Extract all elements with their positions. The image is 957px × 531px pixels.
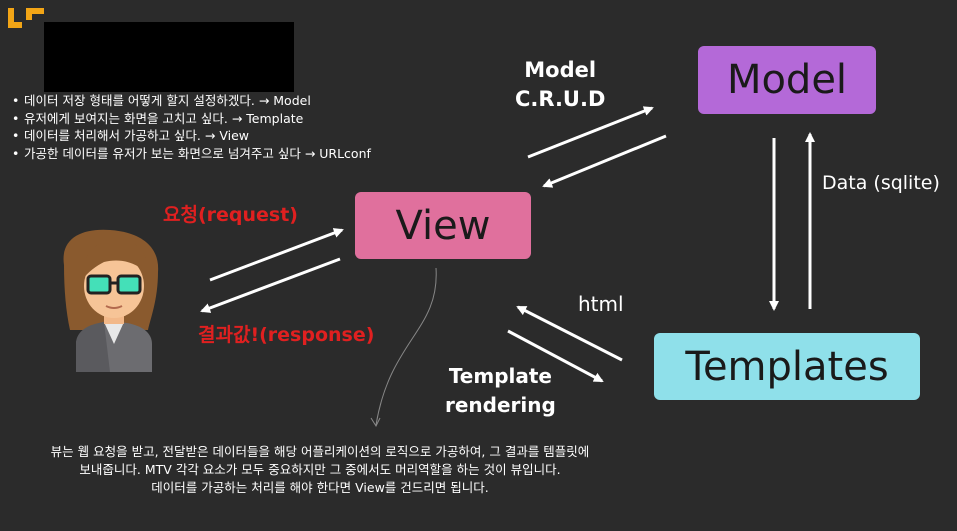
bullet-view: 데이터를 처리해서 가공하고 싶다. → View [12,127,432,145]
arrow-request [209,228,344,282]
template-rendering-label: Template rendering [445,362,556,420]
person-with-glasses-icon [63,229,159,372]
model-box: Model [698,46,876,114]
view-callout-line [375,267,437,426]
arrow-view-to-templates [507,329,604,383]
arrow-response [200,257,341,313]
arrow-view-to-model [527,106,654,159]
arrow-model-to-view [542,134,667,188]
corner-bracket-icon [8,8,44,28]
arrow-templates-to-view [516,305,623,362]
request-label: 요청(request) [163,204,298,226]
template-rendering-line1: Template [448,364,552,388]
bullet-model: 데이터 저장 형태를 어떻게 할지 설정하겠다. → Model [12,92,432,110]
purpose-bullet-list: 데이터 저장 형태를 어떻게 할지 설정하겠다. → Model 유저에게 보여… [12,92,432,162]
model-crud-label: Model C.R.U.D [515,56,605,114]
view-box: View [355,192,531,259]
bullet-urlconf: 가공한 데이터를 유저가 보는 화면으로 넘겨주고 싶다 → URLconf [12,145,432,163]
templates-box: Templates [654,333,920,400]
explanation-line-3: 데이터를 가공하는 처리를 해야 한다면 View를 건드리면 됩니다. [151,480,489,495]
response-label: 결과값!(response) [198,324,375,346]
explanation-line-2: 보내줍니다. MTV 각각 요소가 모두 중요하지만 그 중에서도 머리역할을 … [79,462,561,477]
model-crud-line1: Model [524,58,597,82]
view-explanation: 뷰는 웹 요청을 받고, 전달받은 데이터들을 해당 어플리케이션의 로직으로 … [0,443,640,497]
explanation-line-1: 뷰는 웹 요청을 받고, 전달받은 데이터들을 해당 어플리케이션의 로직으로 … [50,444,590,459]
data-sqlite-label: Data (sqlite) [822,172,940,194]
redacted-block [44,22,294,92]
template-rendering-line2: rendering [445,393,556,417]
model-crud-line2: C.R.U.D [515,87,606,111]
html-label: html [578,292,624,316]
bullet-template: 유저에게 보여지는 화면을 고치고 싶다. → Template [12,110,432,128]
